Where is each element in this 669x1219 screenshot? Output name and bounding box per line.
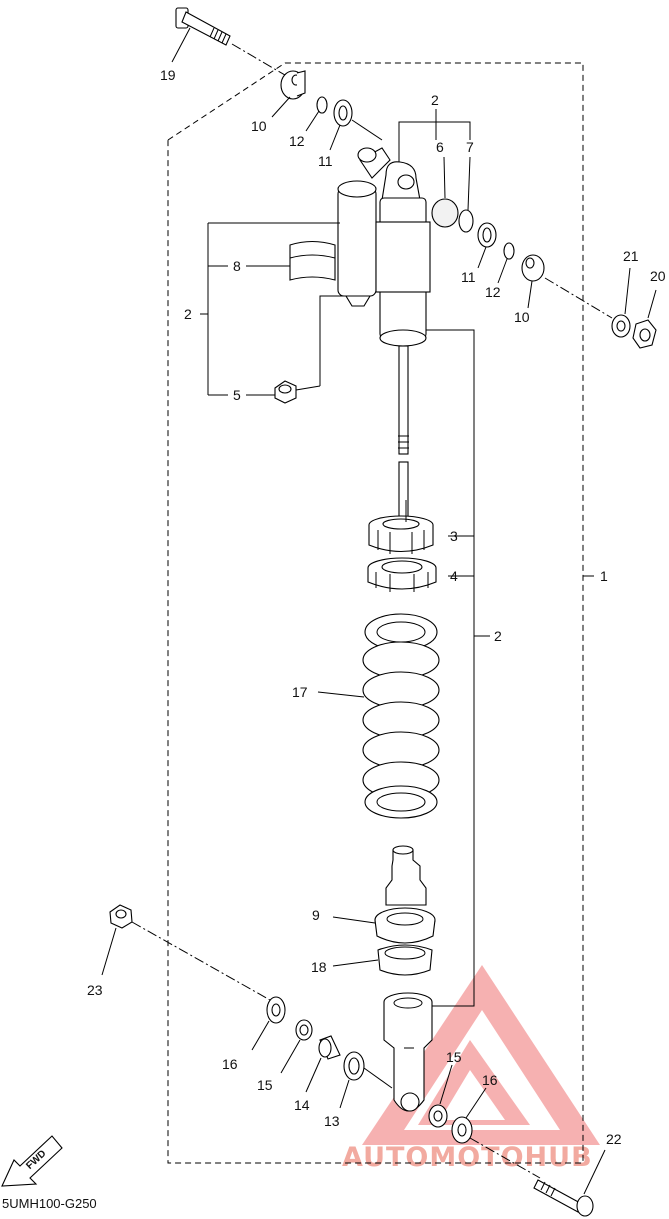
watermark-text: AUTOMOTOHUB: [342, 1142, 593, 1173]
label-part-17: 17: [292, 684, 308, 700]
label-part-3: 3: [450, 528, 458, 544]
label-part-16-right: 16: [482, 1072, 498, 1088]
fwd-arrow: FWD: [1, 1135, 63, 1187]
label-part-8: 8: [233, 258, 241, 274]
svg-text:AUTOMOTOHUB: AUTOMOTOHUB: [342, 1142, 593, 1173]
label-part-12-top: 12: [289, 133, 305, 149]
bump-stop: [385, 845, 427, 906]
label-part-18: 18: [311, 959, 327, 975]
label-part-10-right: 10: [514, 309, 530, 325]
label-part-20: 20: [650, 268, 666, 284]
upper-mounting-bolt: [171, 7, 291, 79]
label-part-21: 21: [623, 248, 639, 264]
group-bracket-top: [398, 109, 471, 165]
label-part-2-right: 2: [494, 628, 502, 644]
label-part-7: 7: [466, 139, 474, 155]
label-part-11-right: 11: [461, 269, 476, 285]
front-nut: [101, 904, 133, 976]
spring-guide: [332, 944, 433, 976]
lower-nut-washer: [611, 267, 657, 349]
lower-right-washer-stack: [428, 1064, 541, 1179]
shock-body: [375, 161, 490, 1007]
lower-eye-collar-stack: [431, 156, 613, 319]
spring-seat-retainer: [332, 907, 436, 944]
lower-clevis: [383, 992, 433, 1112]
label-part-1: 1: [600, 568, 608, 584]
reservoir-cap-nut: [246, 380, 321, 404]
part-labels: 1 2 2 2 3 4 5 6 7 8 9 10 10 11 11 12 12 …: [87, 67, 666, 1147]
label-part-2-left: 2: [184, 306, 192, 322]
diagram-code: 5UMH100-G250: [2, 1196, 97, 1211]
label-part-15-right: 15: [446, 1049, 462, 1065]
label-part-10-top: 10: [251, 118, 267, 134]
label-part-9: 9: [312, 907, 320, 923]
assembly-outline: [167, 62, 594, 1164]
label-part-19: 19: [160, 67, 176, 83]
label-part-22: 22: [606, 1131, 622, 1147]
shock-reservoir: [337, 147, 391, 307]
spring-lock-nut: [368, 515, 434, 554]
label-part-23: 23: [87, 982, 103, 998]
label-part-5: 5: [233, 387, 241, 403]
label-part-12-right: 12: [485, 284, 501, 300]
group-bracket-left: [200, 222, 348, 396]
label-part-15-left: 15: [257, 1077, 273, 1093]
lower-bushing-stack: [131, 921, 393, 1109]
label-part-2-top: 2: [431, 92, 439, 108]
label-part-16-left: 16: [222, 1056, 238, 1072]
lower-mounting-bolt: [533, 1149, 606, 1217]
shock-spring: [317, 613, 440, 819]
reservoir-cap-band: [246, 240, 336, 281]
spring-adjuster-nut: [367, 557, 437, 592]
label-part-11-top: 11: [318, 153, 333, 169]
label-part-6: 6: [436, 139, 444, 155]
label-part-13: 13: [324, 1113, 340, 1129]
label-part-14: 14: [294, 1097, 310, 1113]
upper-collar-stack: [271, 70, 383, 151]
watermark: AUTOMOTOHUB: [342, 965, 600, 1173]
label-part-4: 4: [450, 568, 458, 584]
